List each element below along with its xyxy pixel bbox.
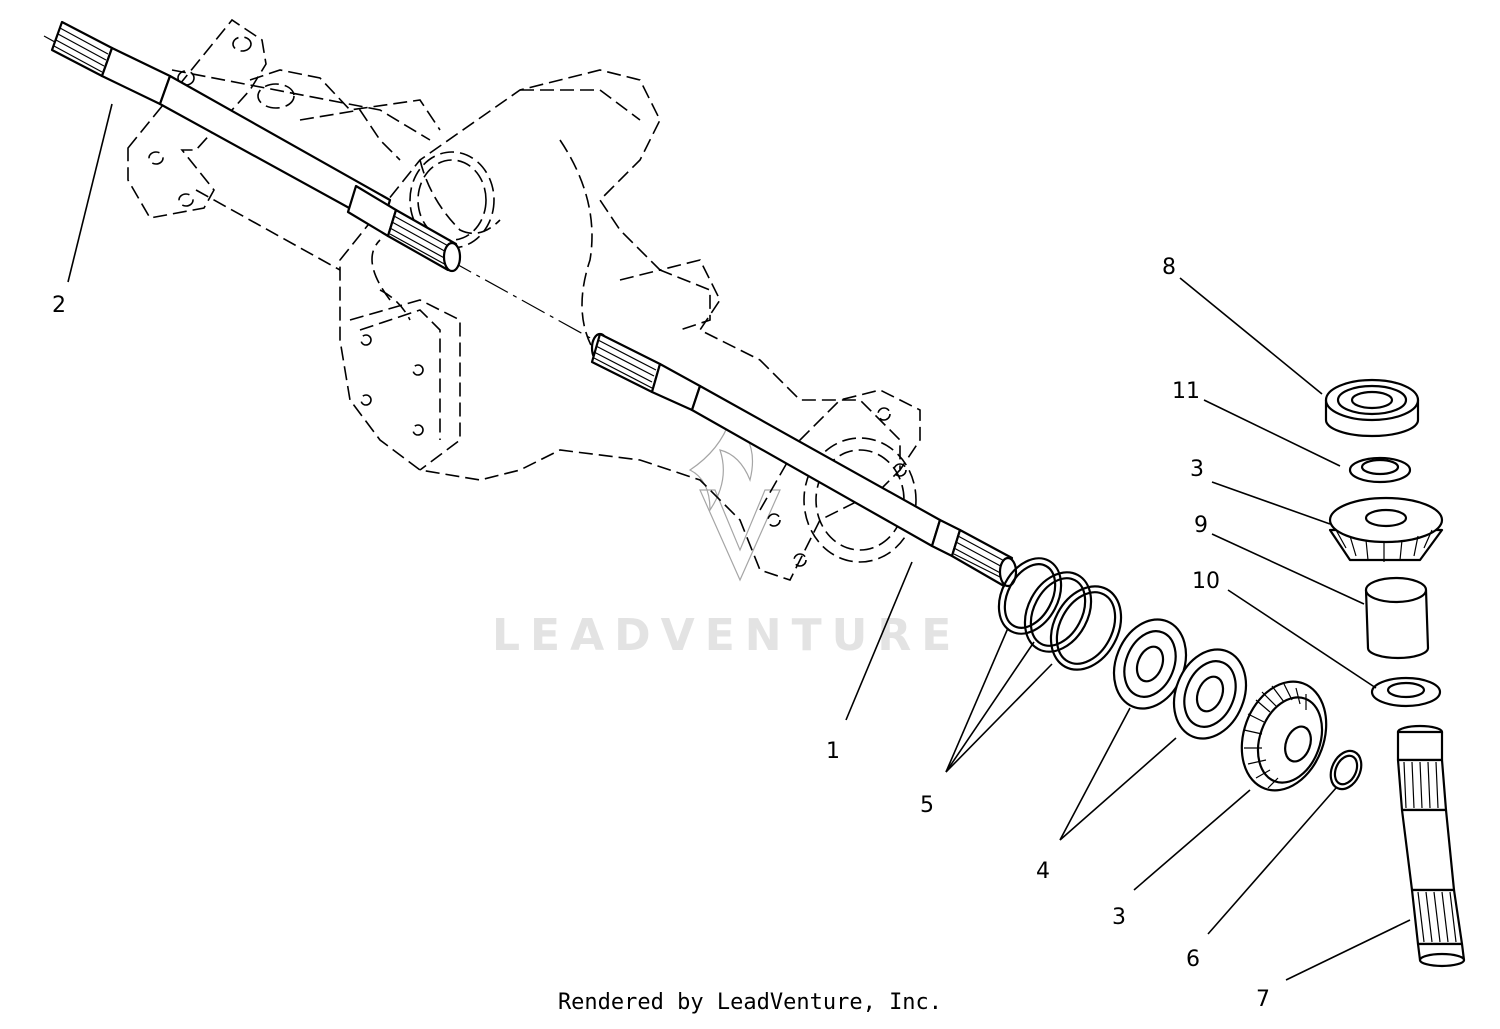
transaxle-housing-phantom	[127, 18, 921, 581]
callout-10: 10	[1192, 569, 1220, 594]
part-2-left-axle-shaft	[50, 20, 462, 273]
part-10-washer	[1370, 676, 1442, 708]
callout-1: 1	[826, 739, 840, 764]
part-8-bearing	[1324, 378, 1420, 438]
callout-7: 7	[1256, 987, 1270, 1012]
callout-9: 9	[1194, 513, 1208, 538]
watermark: LEADVENTURE	[492, 419, 961, 661]
callout-3: 3	[1190, 457, 1204, 482]
callout-6: 6	[1186, 947, 1200, 972]
part-1-right-axle-shaft	[590, 332, 1018, 588]
watermark-text: LEADVENTURE	[492, 610, 961, 661]
callout-8: 8	[1162, 255, 1176, 280]
callout-4: 4	[1036, 859, 1050, 884]
part-7-pinion-shaft	[1396, 724, 1466, 968]
part-9-spacer-sleeve	[1364, 576, 1430, 660]
rendered-by-credit: Rendered by LeadVenture, Inc.	[557, 990, 943, 1015]
callout-labels: 2 8 11 3 9 10 1 5 4 3 6 7	[52, 255, 1270, 1012]
part-3-upper-bevel-gear	[1328, 496, 1444, 562]
part-4-ball-bearings	[1112, 618, 1248, 740]
part-11-washer	[1348, 456, 1412, 484]
callout-5: 5	[920, 793, 934, 818]
leader-lines	[67, 103, 1411, 981]
part-5-snap-rings	[997, 557, 1123, 671]
callout-3: 3	[1112, 905, 1126, 930]
part-6-retaining-ring	[1329, 749, 1363, 791]
callout-11: 11	[1172, 379, 1200, 404]
callout-2: 2	[52, 293, 66, 318]
part-3-lower-bevel-gear	[1240, 680, 1328, 792]
